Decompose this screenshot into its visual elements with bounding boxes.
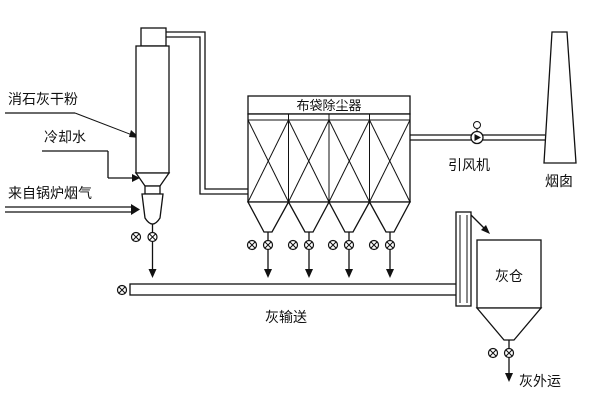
lime-powder-label: 消石灰干粉	[8, 92, 78, 108]
spray-reactor-tower	[130, 27, 171, 278]
ash-conveyor: 灰输送	[116, 283, 463, 326]
chimney: 烟囱	[543, 31, 577, 190]
ash-conveying-label: 灰输送	[265, 310, 307, 326]
bucket-elevator	[455, 211, 490, 307]
boiler-flue-gas-label: 来自锅炉烟气	[8, 186, 92, 202]
bag-filter: 布袋除尘器	[246, 95, 412, 278]
ash-out-label: 灰外运	[519, 374, 561, 390]
bag-filter-label: 布袋除尘器	[296, 99, 361, 114]
ash-silo-label: 灰仓	[495, 269, 523, 285]
cooling-water-input: 冷却水	[42, 130, 140, 182]
flue-duct	[166, 31, 248, 195]
cooling-water-label: 冷却水	[44, 130, 86, 146]
chimney-label: 烟囱	[545, 174, 573, 190]
ash-silo: 灰仓 灰外运	[475, 239, 561, 390]
induced-fan-label: 引风机	[448, 158, 490, 174]
induced-fan: 引风机	[448, 121, 490, 174]
boiler-flue-gas-input: 来自锅炉烟气	[5, 186, 140, 215]
